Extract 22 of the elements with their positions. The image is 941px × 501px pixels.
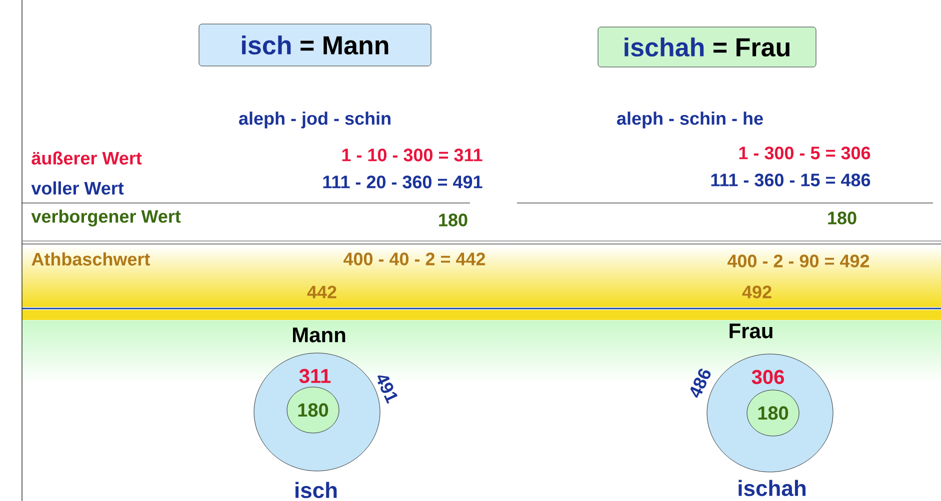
circle-caption: Mann: [293, 328, 346, 342]
circle-caption: ischah: [738, 480, 806, 496]
value-row: 1 - 10 - 300 = 311: [342, 148, 482, 162]
value-cell: 492: [742, 286, 772, 298]
value-cell: 442: [307, 286, 336, 298]
value-cell: 180: [828, 212, 856, 224]
row-label: äußerer Wert: [32, 151, 142, 165]
value-row: 400 - 2 - 90 = 492: [727, 254, 870, 268]
row-label: voller Wert: [31, 181, 124, 195]
value-row: 111 - 20 - 360 = 491: [323, 176, 482, 188]
value-row: 1 - 300 - 5 = 306: [739, 146, 870, 160]
column-header: aleph - jod - schin: [239, 112, 390, 128]
value-row: 400 - 40 - 2 = 442: [343, 252, 486, 266]
circle-caption: Frau: [730, 324, 772, 338]
row-label: Athbaschwert: [32, 252, 150, 266]
value-row: 111 - 360 - 15 = 486: [711, 174, 870, 186]
circle-caption: isch: [296, 482, 337, 498]
title-box: ischah = Frau: [598, 26, 816, 68]
column-header: aleph - schin - he: [617, 112, 763, 128]
row-label: verborgener Wert: [31, 210, 181, 226]
title-box: isch = Mann: [198, 24, 432, 66]
value-cell: 180: [439, 214, 468, 226]
